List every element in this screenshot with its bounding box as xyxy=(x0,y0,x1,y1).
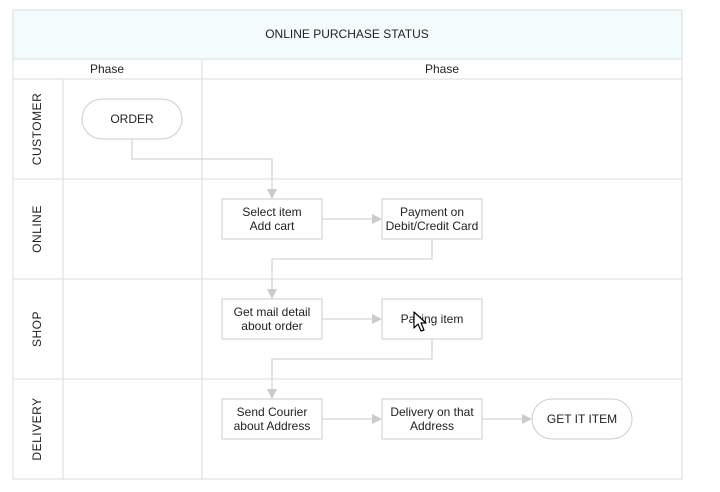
node-delivery-line-1: Delivery on that xyxy=(390,405,474,419)
lane-label-customer: CUSTOMER xyxy=(30,93,44,165)
node-get-it-item-label: GET IT ITEM xyxy=(547,412,617,426)
diagram-title: ONLINE PURCHASE STATUS xyxy=(265,27,429,41)
node-get-it-item[interactable]: GET IT ITEM xyxy=(531,398,633,440)
node-packing[interactable]: Paking item xyxy=(381,298,483,340)
node-send-courier[interactable]: Send Courier about Address xyxy=(221,398,323,440)
node-select-item[interactable]: Select item Add cart xyxy=(221,198,323,240)
phase-label-2: Phase xyxy=(425,62,459,76)
node-order[interactable]: ORDER xyxy=(81,98,183,140)
phase-label-1: Phase xyxy=(90,62,124,76)
connectors xyxy=(131,139,532,424)
node-get-mail-line-2: about order xyxy=(241,319,302,333)
mouse-cursor-icon xyxy=(413,311,427,332)
node-payment-line-2: Debit/Credit Card xyxy=(386,219,479,233)
connector-packing-to-send-courier xyxy=(267,339,433,399)
title-header xyxy=(12,9,683,60)
node-get-mail[interactable]: Get mail detail about order xyxy=(221,298,323,340)
lane-label-shop: SHOP xyxy=(30,311,44,347)
node-send-courier-line-2: about Address xyxy=(234,419,311,433)
node-get-mail-line-1: Get mail detail xyxy=(234,305,311,319)
node-order-label: ORDER xyxy=(110,112,154,126)
node-select-item-line-1: Select item xyxy=(242,205,301,219)
node-payment-line-1: Payment on xyxy=(400,205,464,219)
node-send-courier-line-1: Send Courier xyxy=(237,405,308,419)
lane-label-online: ONLINE xyxy=(30,205,44,253)
node-packing-label: Paking item xyxy=(401,312,464,326)
lane-label-delivery: DELIVERY xyxy=(30,397,44,460)
node-payment[interactable]: Payment on Debit/Credit Card xyxy=(381,198,483,240)
node-delivery-line-2: Address xyxy=(410,419,454,433)
node-select-item-line-2: Add cart xyxy=(250,219,295,233)
node-delivery-on-address[interactable]: Delivery on that Address xyxy=(381,398,483,440)
connector-payment-to-get-mail xyxy=(267,239,433,299)
connector-order-to-select-item xyxy=(131,139,277,199)
